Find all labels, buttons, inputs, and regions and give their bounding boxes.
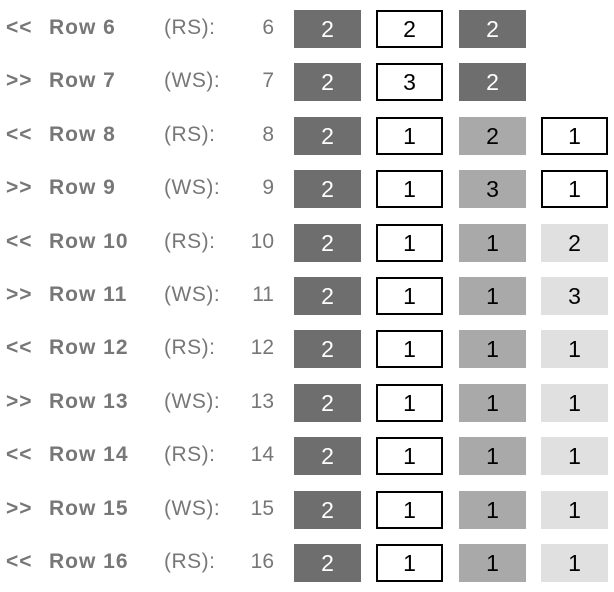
row-side: (WS): [164, 283, 221, 306]
row-label: Row 10 [49, 230, 129, 253]
count-cell: 2 [459, 117, 526, 155]
row-number: 13 [250, 390, 274, 413]
row-direction-arrow: >> [6, 69, 33, 92]
count-cell: 1 [376, 224, 443, 262]
count-cell: 2 [294, 63, 361, 101]
count-cell: 1 [459, 224, 526, 262]
row-side: (RS): [164, 230, 216, 253]
count-cell: 2 [459, 10, 526, 48]
count-cell: 1 [376, 330, 443, 368]
count-cell: 1 [376, 277, 443, 315]
count-cell: 1 [459, 384, 526, 422]
row-direction-arrow: << [6, 443, 33, 466]
count-cell: 2 [294, 277, 361, 315]
count-cell: 1 [541, 437, 608, 475]
count-cell: 1 [376, 384, 443, 422]
count-cell: 2 [459, 63, 526, 101]
row-number: 12 [250, 336, 274, 359]
count-cell: 1 [459, 330, 526, 368]
count-cell: 2 [294, 170, 361, 208]
row-number: 10 [250, 230, 274, 253]
row-side: (RS): [164, 16, 216, 39]
row-direction-arrow: << [6, 123, 33, 146]
row-direction-arrow: >> [6, 497, 33, 520]
row-label: Row 15 [49, 497, 129, 520]
count-cell: 3 [459, 170, 526, 208]
row-label: Row 12 [49, 336, 129, 359]
row-side: (RS): [164, 550, 216, 573]
count-cell: 1 [376, 544, 443, 582]
count-cell: 3 [376, 63, 443, 101]
row-side: (WS): [164, 497, 221, 520]
row-direction-arrow: >> [6, 176, 33, 199]
count-cell: 2 [294, 544, 361, 582]
count-cell: 2 [294, 491, 361, 529]
count-cell: 2 [376, 10, 443, 48]
count-cell: 1 [541, 491, 608, 529]
count-cell: 3 [541, 277, 608, 315]
row-label: Row 11 [49, 283, 128, 306]
count-cell: 1 [459, 437, 526, 475]
row-number: 7 [262, 69, 274, 92]
row-side: (RS): [164, 443, 216, 466]
count-cell: 1 [459, 277, 526, 315]
row-number: 6 [262, 16, 274, 39]
row-label: Row 13 [49, 390, 129, 413]
row-direction-arrow: << [6, 16, 33, 39]
row-direction-arrow: >> [6, 390, 33, 413]
row-number: 16 [250, 550, 274, 573]
row-number: 15 [250, 497, 274, 520]
count-cell: 2 [294, 384, 361, 422]
count-cell: 2 [541, 224, 608, 262]
row-side: (WS): [164, 69, 221, 92]
count-cell: 1 [541, 544, 608, 582]
count-cell: 1 [541, 384, 608, 422]
count-cell: 1 [376, 491, 443, 529]
row-side: (WS): [164, 390, 221, 413]
row-label: Row 7 [49, 69, 116, 92]
count-cell: 1 [541, 117, 608, 155]
count-cell: 2 [294, 117, 361, 155]
count-cell: 2 [294, 437, 361, 475]
count-cell: 1 [459, 491, 526, 529]
count-cell: 1 [376, 437, 443, 475]
count-cell: 2 [294, 10, 361, 48]
row-number: 11 [252, 283, 274, 306]
row-direction-arrow: << [6, 336, 33, 359]
row-label: Row 6 [49, 16, 116, 39]
count-cell: 2 [294, 330, 361, 368]
row-label: Row 9 [49, 176, 116, 199]
row-side: (RS): [164, 123, 216, 146]
row-number: 14 [250, 443, 274, 466]
row-direction-arrow: >> [6, 283, 33, 306]
row-number: 8 [262, 123, 274, 146]
row-label: Row 16 [49, 550, 129, 573]
count-cell: 1 [376, 117, 443, 155]
row-side: (WS): [164, 176, 221, 199]
row-direction-arrow: << [6, 550, 33, 573]
count-cell: 1 [541, 330, 608, 368]
row-side: (RS): [164, 336, 216, 359]
count-cell: 1 [376, 170, 443, 208]
count-cell: 2 [294, 224, 361, 262]
row-label: Row 8 [49, 123, 116, 146]
count-cell: 1 [541, 170, 608, 208]
count-cell: 1 [459, 544, 526, 582]
row-label: Row 14 [49, 443, 129, 466]
row-number: 9 [262, 176, 274, 199]
row-direction-arrow: << [6, 230, 33, 253]
